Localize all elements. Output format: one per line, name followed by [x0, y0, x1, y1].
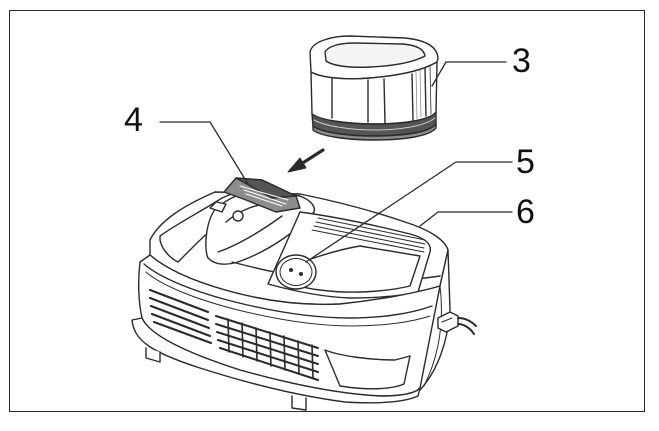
callout-label-5: 5: [516, 143, 535, 181]
callout-label-3: 3: [512, 42, 531, 80]
battery-release-latch: [209, 177, 301, 222]
charger-base: [131, 189, 477, 411]
callout-label-6: 6: [516, 193, 535, 231]
leader-lines: [159, 61, 513, 263]
arrow-insert-icon: [287, 148, 325, 173]
battery-pack: [309, 35, 439, 141]
callout-label-4: 4: [124, 101, 143, 139]
